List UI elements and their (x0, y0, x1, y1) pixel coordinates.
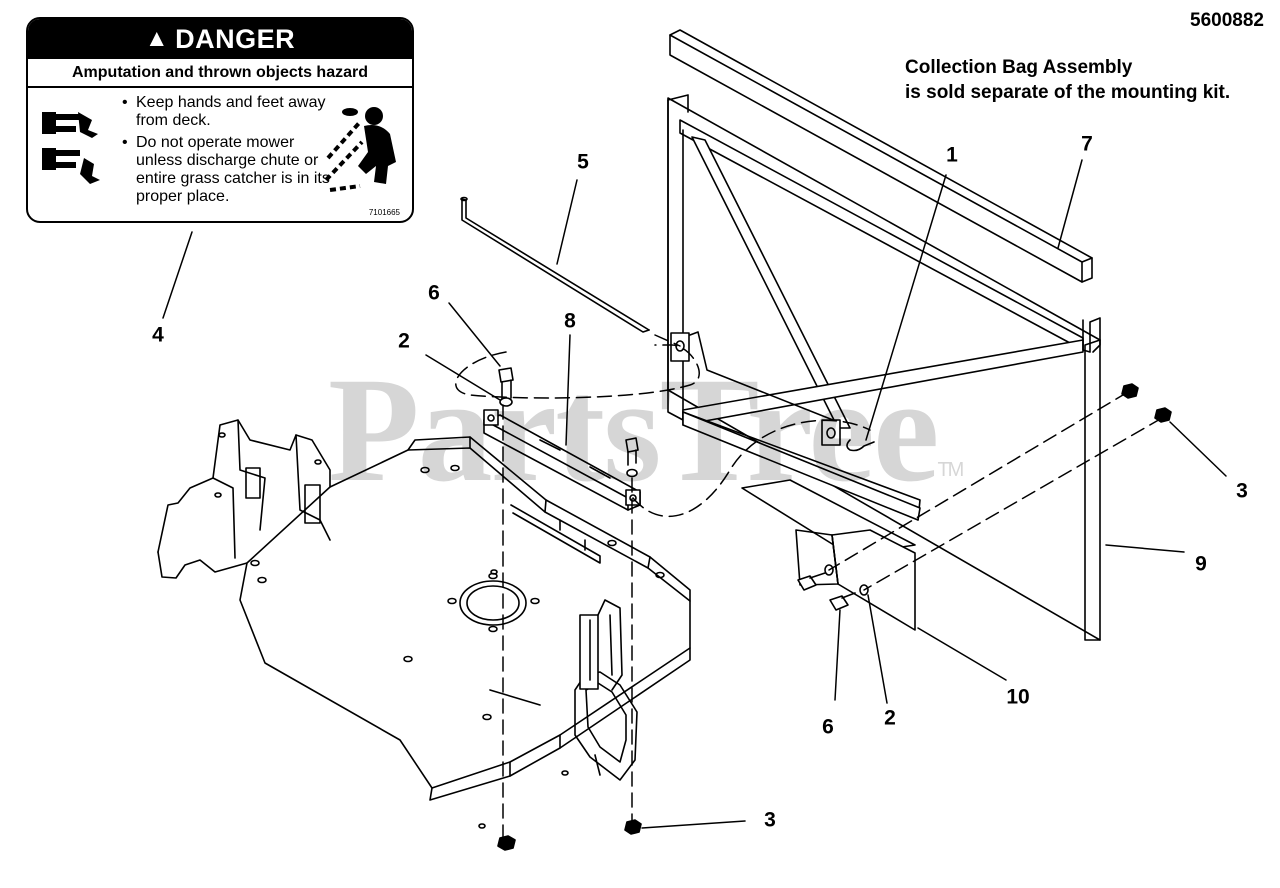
callout-2-lower: 2 (884, 706, 896, 730)
instruction-chute: Do not operate mower unless discharge ch… (122, 134, 332, 206)
assembly-lines (455, 334, 1163, 839)
callout-6-lower: 6 (822, 715, 834, 739)
callout-6-upper: 6 (428, 281, 440, 305)
mounting-bracket (483, 409, 641, 511)
note-line-2: is sold separate of the mounting kit. (905, 82, 1231, 103)
danger-decal: ▲ DANGER Amputation and thrown objects h… (26, 17, 414, 223)
support-rod (460, 196, 650, 333)
mower-deck (157, 419, 691, 829)
instruction-hands-feet: Keep hands and feet away from deck. (122, 94, 332, 130)
callout-8: 8 (564, 309, 576, 333)
hand-foot-hazard-icon (42, 112, 100, 184)
warning-triangle-icon: ▲ (144, 25, 170, 52)
callout-3-right: 3 (1236, 479, 1248, 503)
callout-1: 1 (946, 143, 958, 167)
callout-10: 10 (1006, 685, 1030, 709)
callout-5: 5 (577, 150, 589, 174)
decal-body: Keep hands and feet away from deck. Do n… (28, 88, 412, 221)
leader-lines (162, 159, 1227, 829)
callout-7: 7 (1081, 132, 1093, 156)
callout-4: 4 (152, 323, 164, 347)
decal-instructions: Keep hands and feet away from deck. Do n… (122, 94, 332, 210)
hazard-subtitle: Amputation and thrown objects hazard (28, 59, 412, 88)
assembly-note: Collection Bag Assembly is sold separate… (905, 55, 1230, 105)
callout-3-bottom: 3 (764, 808, 776, 832)
danger-title: DANGER (175, 23, 296, 54)
note-line-1: Collection Bag Assembly (905, 57, 1133, 78)
decal-code: 7101665 (368, 208, 400, 217)
thrown-object-person-icon (324, 107, 396, 192)
collection-bag (667, 94, 1101, 641)
danger-header: ▲ DANGER (28, 19, 412, 59)
callout-2-upper: 2 (398, 329, 410, 353)
callout-9: 9 (1195, 552, 1207, 576)
top-rod (669, 29, 1093, 283)
diagram-number: 5600882 (1190, 10, 1264, 31)
